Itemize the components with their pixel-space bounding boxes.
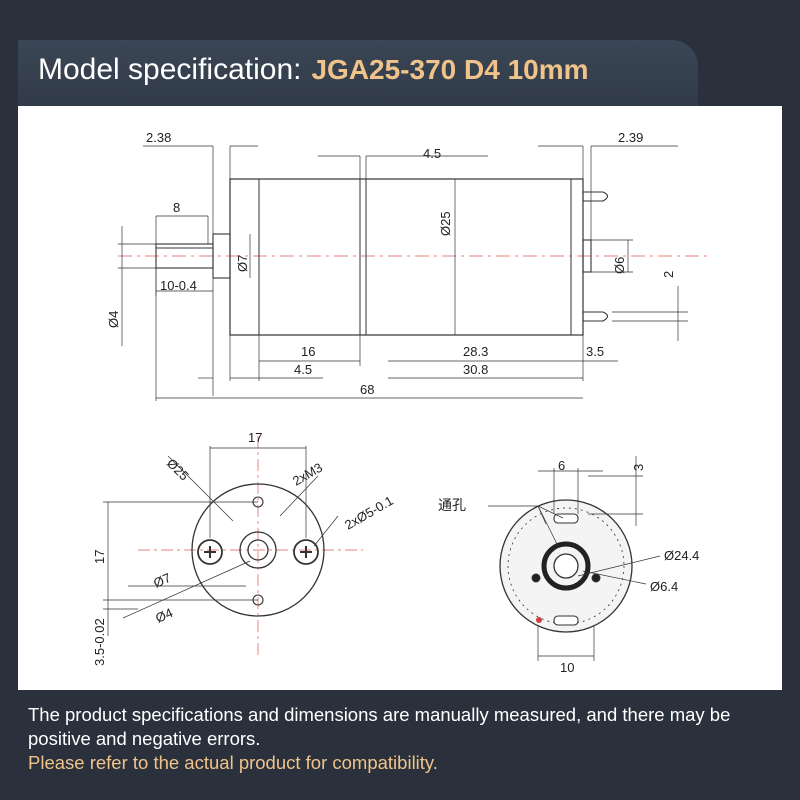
- rear-view: [488, 456, 661, 661]
- screw-left-icon: [197, 539, 223, 565]
- rear-vent-right: [591, 573, 601, 583]
- side-view-labels: 2.38 4.5 2.39 8 Ø25 Ø7 Ø6 2 10-0.4 Ø4 16…: [106, 130, 676, 397]
- front-view-labels: 17 Ø25 2xM3 2xØ5-0.1 17 Ø7 Ø4 3.5-0.02: [92, 430, 396, 666]
- rear-bearing-ring: [541, 541, 591, 591]
- dim-front-shaft-diameter: Ø4: [153, 605, 175, 626]
- dim-rear-can-diameter: Ø24.4: [664, 548, 699, 563]
- dim-rear-bottom-width: 10: [560, 660, 574, 675]
- front-boss: [239, 531, 277, 569]
- output-shaft: [155, 243, 214, 269]
- title-model: JGA25-370 D4 10mm: [311, 54, 589, 85]
- dim-front-width: 17: [248, 430, 262, 445]
- rear-vent-left: [531, 573, 541, 583]
- dim-front-outer-diameter: Ø25: [164, 456, 192, 484]
- dim-rear-slot-offset: 3: [631, 464, 646, 471]
- dim-gear-gap: 4.5: [423, 146, 441, 161]
- dim-body-diameter: Ø25: [438, 211, 453, 236]
- dim-right-gap: 2.39: [618, 130, 643, 145]
- dim-terminal-length: 3.5: [586, 344, 604, 359]
- dim-boss-length: 4.5: [294, 362, 312, 377]
- front-flange: [191, 483, 325, 617]
- dim-overall-length: 68: [360, 382, 374, 397]
- dim-front-height: 17: [92, 550, 107, 564]
- dim-front-boss-height: 3.5-0.02: [92, 618, 107, 666]
- dim-shaft-diameter: Ø4: [106, 311, 121, 328]
- rear-bearing-center: [553, 553, 579, 579]
- front-shaft: [247, 539, 269, 561]
- compatibility-note: Please refer to the actual product for c…: [28, 752, 438, 773]
- dim-front-holes: 2xØ5-0.1: [342, 493, 396, 533]
- dim-left-gap: 2.38: [146, 130, 171, 145]
- rear-slot-bottom: [553, 615, 579, 626]
- polarity-marker: [536, 617, 542, 623]
- motor-body: [229, 178, 584, 336]
- dim-rear-bearing-diameter: Ø6.4: [650, 579, 678, 594]
- dim-motor-total: 30.8: [463, 362, 488, 377]
- dim-shaft-exposed: 8: [173, 200, 180, 215]
- dim-boss-diameter: Ø7: [235, 255, 250, 272]
- title-label: Model specification:: [38, 53, 302, 86]
- disclaimer-note: The product specifications and dimension…: [28, 704, 731, 749]
- dim-rear-slot-width: 6: [558, 458, 565, 473]
- rear-bearing: [582, 239, 592, 273]
- dim-bearing-diameter: Ø6: [612, 257, 627, 274]
- header-banner: [18, 40, 698, 108]
- dim-motor-length: 28.3: [463, 344, 488, 359]
- dim-terminal-pitch: 2: [661, 271, 676, 278]
- drawing-svg: 2.38 4.5 2.39 8 Ø25 Ø7 Ø6 2 10-0.4 Ø4 16…: [92, 130, 708, 675]
- dim-front-boss-diameter: Ø7: [151, 570, 173, 591]
- page-title: Model specification: JGA25-370 D4 10mm: [38, 53, 589, 97]
- rear-view-labels: 6 3 通孔 Ø24.4 Ø6.4 10: [438, 458, 699, 675]
- terminal-bottom: [582, 311, 609, 322]
- side-view: [118, 145, 708, 401]
- dim-gearbox-length: 16: [301, 344, 315, 359]
- dim-front-screw-thread: 2xM3: [290, 460, 325, 489]
- screw-right-icon: [293, 539, 319, 565]
- label-through-hole: 通孔: [438, 497, 466, 513]
- technical-drawing: 2.38 4.5 2.39 8 Ø25 Ø7 Ø6 2 10-0.4 Ø4 16…: [18, 106, 782, 690]
- dim-shaft-length: 10-0.4: [160, 278, 197, 293]
- front-view: [103, 436, 363, 656]
- terminal-top: [582, 191, 609, 202]
